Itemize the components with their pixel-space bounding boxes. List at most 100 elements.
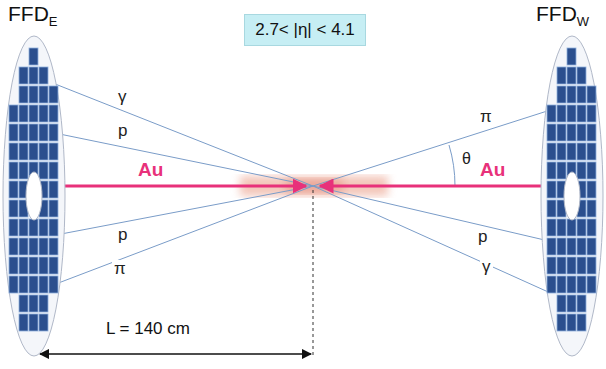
- detector-tile: [557, 219, 566, 236]
- detector-tile: [9, 257, 18, 274]
- detector-tile: [29, 257, 38, 274]
- detector-tile: [587, 162, 596, 179]
- disk-body: [541, 36, 603, 356]
- detector-tile: [577, 276, 586, 293]
- disk-outline: [534, 0, 606, 362]
- detector-tile: [29, 124, 38, 141]
- detector-tile: [9, 200, 18, 217]
- detector-tile: [587, 276, 596, 293]
- detector-tile: [567, 314, 576, 331]
- detector-tile: [29, 238, 38, 255]
- detector-tile: [19, 276, 28, 293]
- dimension-label: L = 140 cm: [104, 320, 192, 339]
- detector-tile: [39, 105, 48, 122]
- detector-tile: [29, 295, 38, 312]
- particle-label: p: [476, 228, 489, 247]
- detector-tile: [39, 162, 48, 179]
- detector-tile: [39, 143, 48, 160]
- detector-tile: [587, 124, 596, 141]
- particle-label: γ: [480, 258, 493, 277]
- detector-name: FFDW: [534, 2, 591, 29]
- detector-tile: [49, 257, 58, 274]
- detector-tile: [567, 295, 576, 312]
- particle-label: Au: [136, 160, 165, 181]
- detector-tile: [567, 86, 576, 103]
- disk-body: [3, 36, 65, 356]
- detector-tile: [39, 86, 48, 103]
- detector-tile: [547, 162, 556, 179]
- detector-tile: [39, 67, 48, 84]
- detector-tile: [49, 238, 58, 255]
- detector-tile: [567, 67, 576, 84]
- detector-tile: [19, 143, 28, 160]
- dimension-arrow: [40, 353, 311, 355]
- particle-tracks: [40, 78, 566, 300]
- detector-tile: [567, 48, 576, 65]
- detector-tile: [49, 276, 58, 293]
- detector-tile: [39, 238, 48, 255]
- detector-tile: [547, 143, 556, 160]
- detector-tile: [567, 219, 576, 236]
- detector-tile: [577, 295, 586, 312]
- detector-tile: [49, 219, 58, 236]
- detector-tile: [29, 314, 38, 331]
- detector-tile: [9, 105, 18, 122]
- detector-tile: [19, 124, 28, 141]
- dimension-extension: [313, 190, 314, 356]
- detector-tile: [547, 276, 556, 293]
- particle-label: Au: [478, 160, 507, 181]
- detector-tile: [577, 105, 586, 122]
- detector-tile: [557, 143, 566, 160]
- angle-label: θ: [460, 150, 473, 168]
- detector-tile: [567, 124, 576, 141]
- detector-tile: [557, 295, 566, 312]
- detector-tile: [567, 105, 576, 122]
- detector-tile: [557, 162, 566, 179]
- detector-tile: [567, 238, 576, 255]
- detector-tile: [557, 238, 566, 255]
- detector-tile: [577, 257, 586, 274]
- detector-tile: [557, 86, 566, 103]
- detector-tile: [39, 295, 48, 312]
- detector-tile: [577, 314, 586, 331]
- detector-tile: [29, 105, 38, 122]
- detector-tile: [547, 257, 556, 274]
- particle-label: π: [112, 260, 128, 279]
- detector-tile: [49, 86, 58, 103]
- detector-tile: [567, 143, 576, 160]
- detector-tile: [9, 124, 18, 141]
- detector-tile: [29, 276, 38, 293]
- disk-outline: [0, 0, 72, 362]
- detector-tile: [29, 67, 38, 84]
- particle-label: p: [116, 122, 129, 141]
- eta-range-text: 2.7< |η| < 4.1: [255, 20, 355, 40]
- detector-tile: [19, 295, 28, 312]
- detector-tile: [557, 105, 566, 122]
- detector-tile: [587, 238, 596, 255]
- detector-tile: [39, 219, 48, 236]
- detector-tile: [587, 257, 596, 274]
- detector-tile: [49, 181, 58, 198]
- detector-disk: FFDE: [0, 0, 72, 362]
- detector-tile: [49, 162, 58, 179]
- detector-tile: [9, 143, 18, 160]
- angle-arc: [449, 145, 455, 186]
- detector-tile: [567, 257, 576, 274]
- detector-tile: [557, 124, 566, 141]
- detector-tile: [19, 105, 28, 122]
- detector-tile: [547, 124, 556, 141]
- particle-label: γ: [116, 88, 129, 107]
- detector-tile: [587, 143, 596, 160]
- detector-tile: [49, 200, 58, 217]
- detector-tile: [577, 67, 586, 84]
- particle-label: p: [116, 226, 129, 245]
- detector-tile: [577, 162, 586, 179]
- detector-tile: [587, 86, 596, 103]
- detector-tile: [557, 67, 566, 84]
- detector-tile: [19, 257, 28, 274]
- eta-range-box: 2.7< |η| < 4.1: [244, 14, 366, 46]
- detector-tile: [49, 143, 58, 160]
- beam-hole: [26, 172, 42, 220]
- detector-tile: [567, 276, 576, 293]
